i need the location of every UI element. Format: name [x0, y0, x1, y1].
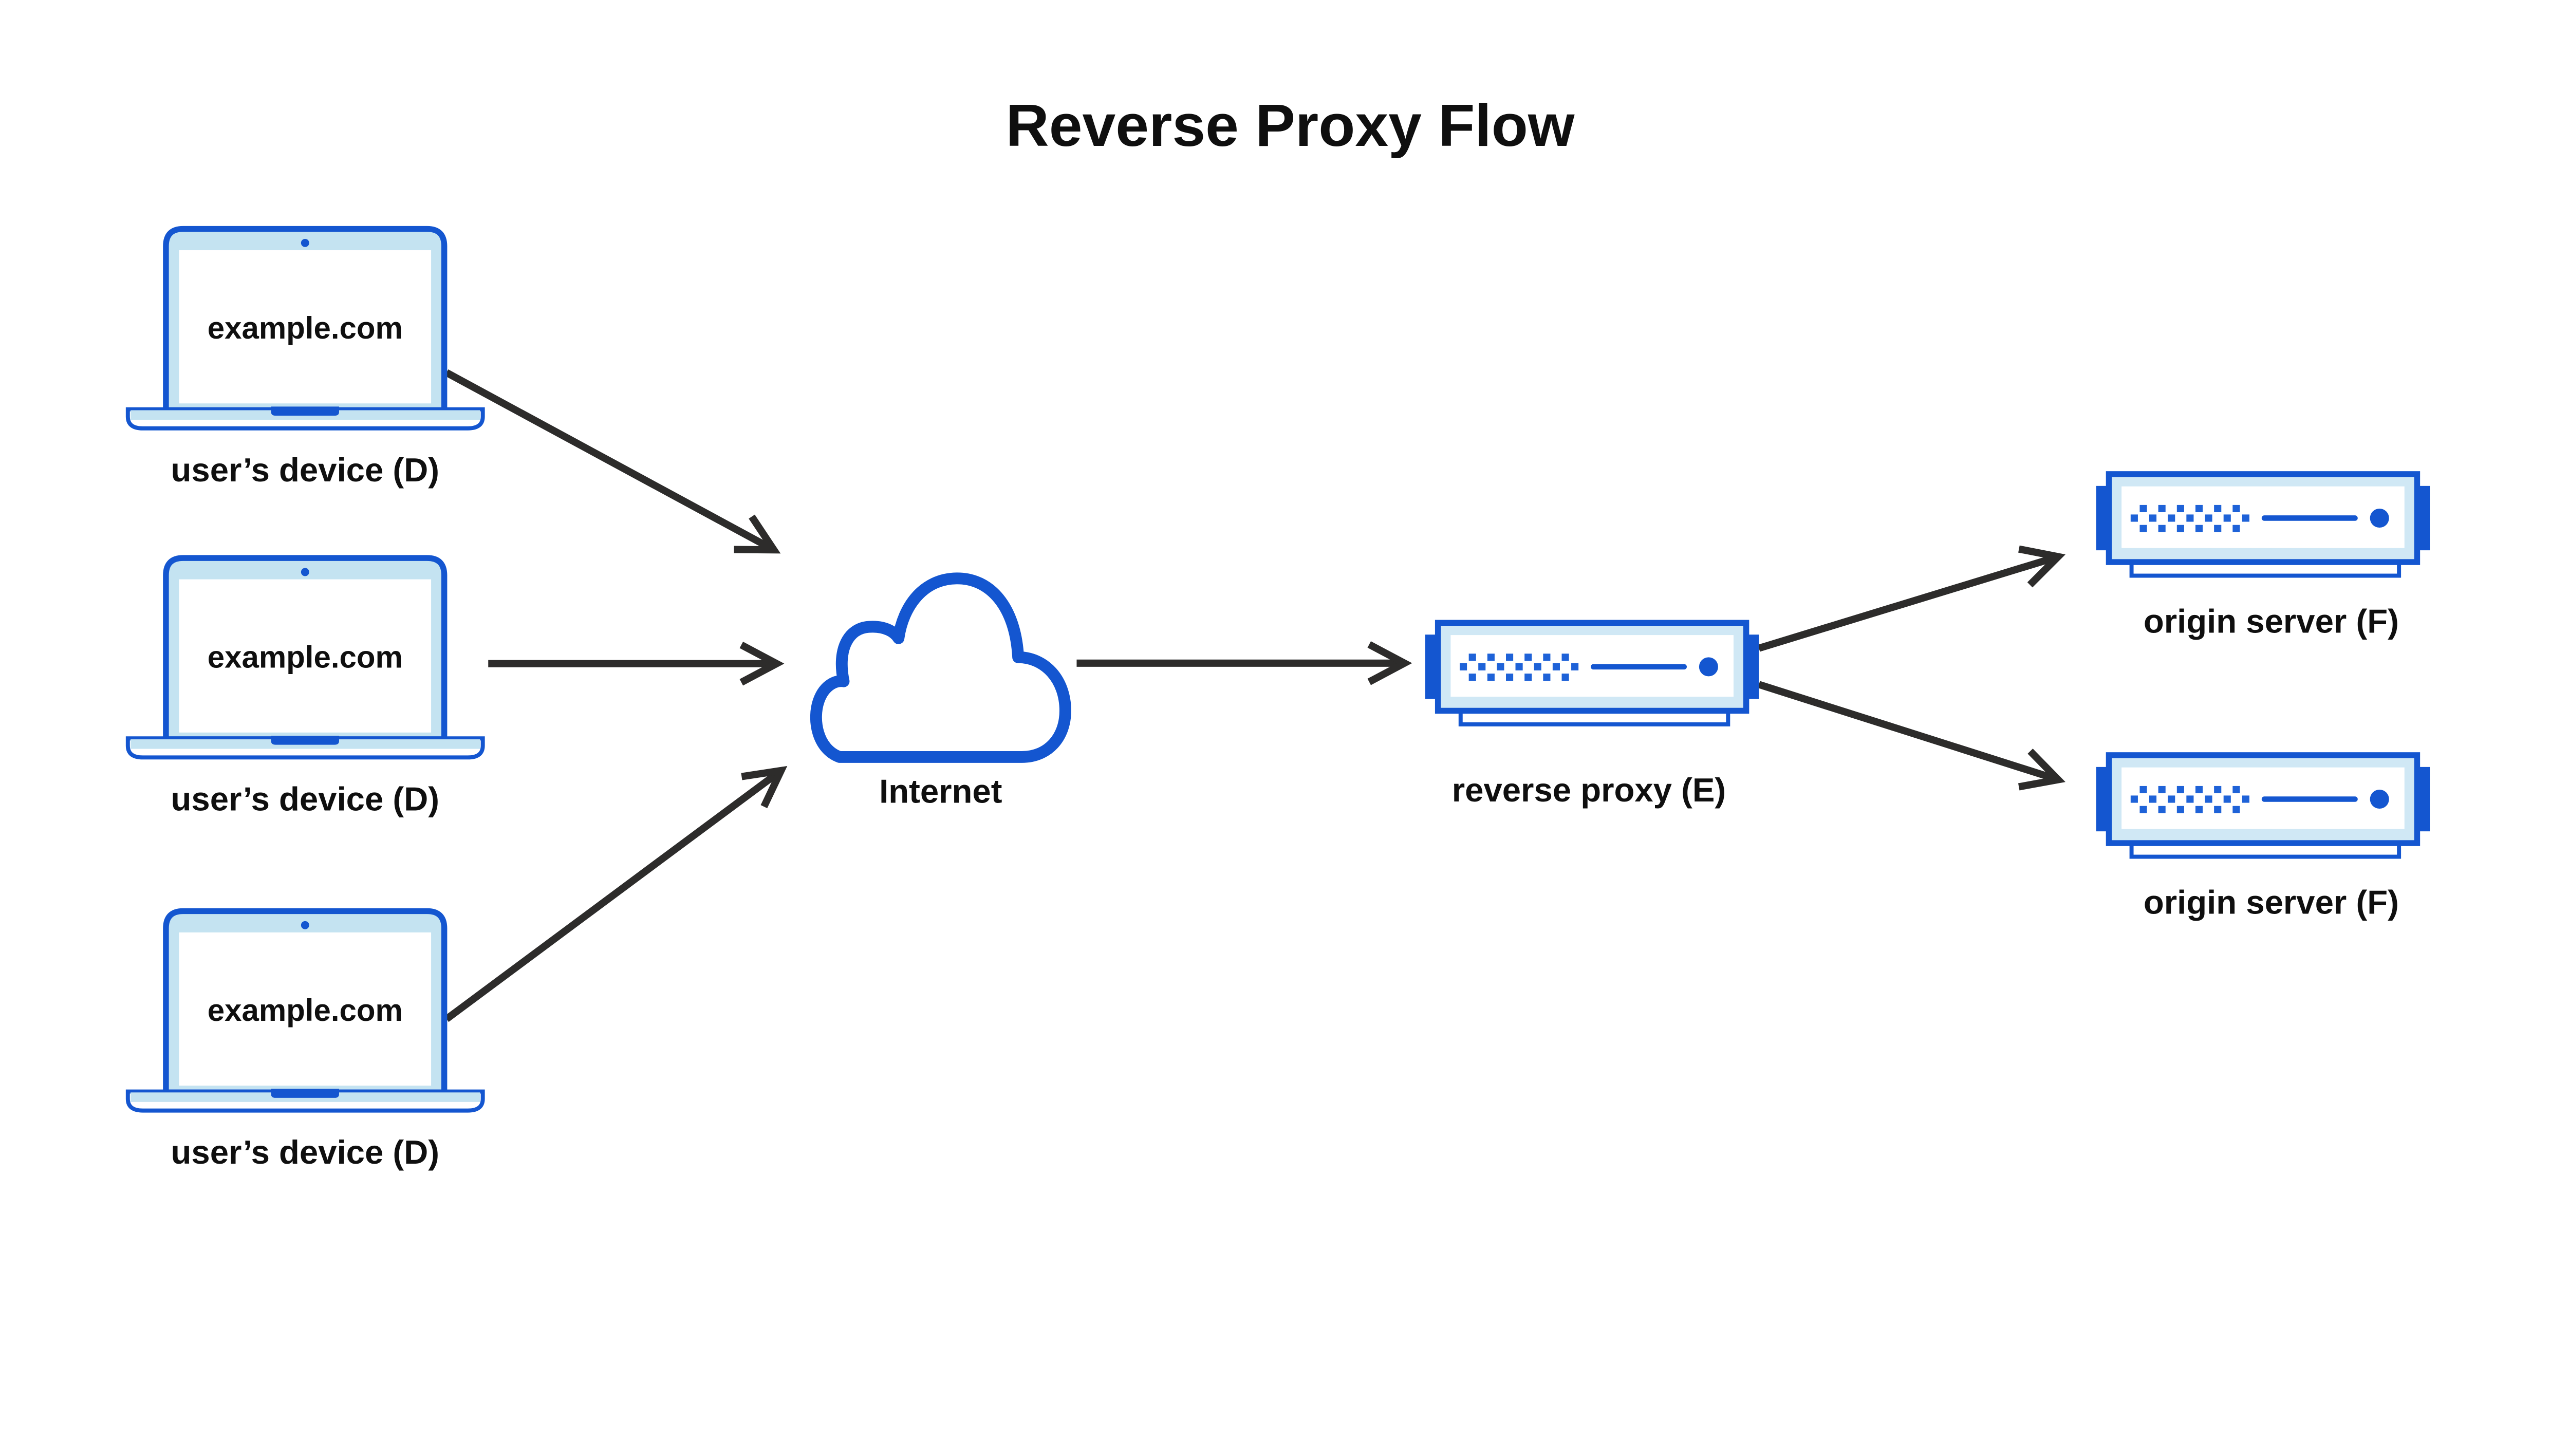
laptop-notch — [271, 1089, 339, 1098]
arrow-reverse-proxy-to-origin-server-1 — [1758, 545, 2066, 652]
arrowhead-icon — [734, 514, 781, 554]
user-device-3 — [125, 908, 485, 1113]
laptop-icon — [125, 908, 485, 1113]
laptop-camera-icon — [301, 238, 309, 247]
arrow-reverse-proxy-to-origin-server-2 — [1758, 681, 2065, 791]
diagram-title: Reverse Proxy Flow — [1006, 92, 1575, 159]
user-device-1 — [125, 226, 485, 431]
laptop-icon — [125, 226, 485, 431]
icons-layer — [125, 226, 2430, 1113]
arrow-shaft — [1758, 553, 2059, 652]
arrowhead-icon — [1367, 641, 1412, 685]
arrow-user-device-1-to-internet — [444, 369, 781, 554]
device-1-label: user’s device (D) — [171, 451, 439, 489]
reverse-proxy-flow-diagram: Reverse Proxy Flow example.com example.c… — [125, 92, 2430, 1171]
device-1-screen-text: example.com — [208, 311, 403, 345]
origin-server-2-label: origin server (F) — [2144, 884, 2399, 921]
origin-server-2 — [2096, 752, 2430, 859]
laptop-screen — [179, 250, 432, 404]
device-2-label: user’s device (D) — [171, 780, 439, 818]
laptop-screen — [179, 579, 432, 733]
arrow-shaft — [1758, 681, 2059, 783]
laptop-notch — [271, 406, 339, 416]
arrow-shaft — [444, 369, 776, 553]
server-vent-pattern — [2130, 786, 2249, 813]
server-icon — [2096, 471, 2430, 578]
laptop-screen — [179, 932, 432, 1086]
laptop-notch — [271, 735, 339, 745]
arrowhead-icon — [2018, 749, 2065, 791]
server-power-dot — [2370, 508, 2389, 528]
origin-server-1 — [2096, 471, 2430, 578]
reverse-proxy — [1425, 620, 1759, 726]
server-power-dot — [2370, 789, 2389, 809]
server-power-dot — [1699, 657, 1718, 677]
arrowhead-icon — [2018, 545, 2066, 588]
server-icon — [2096, 752, 2430, 859]
server-vent-pattern — [2130, 505, 2249, 532]
laptop-camera-icon — [301, 568, 309, 576]
arrow-internet-to-reverse-proxy — [1076, 641, 1412, 685]
arrow-user-device-3-to-internet — [444, 766, 788, 1022]
arrowhead-icon — [739, 642, 785, 686]
diagram-stage: Reverse Proxy Flow example.com example.c… — [125, 92, 2430, 1171]
user-device-2 — [125, 555, 485, 760]
cloud-icon — [810, 572, 1071, 763]
internet-label: Internet — [879, 773, 1002, 810]
server-icon — [1425, 620, 1759, 726]
arrows-layer — [444, 369, 2066, 1022]
reverse-proxy-label: reverse proxy (E) — [1452, 771, 1726, 809]
arrow-user-device-2-to-internet — [488, 642, 785, 686]
laptop-icon — [125, 555, 485, 760]
internet — [810, 572, 1071, 763]
device-3-screen-text: example.com — [208, 993, 403, 1028]
device-2-screen-text: example.com — [208, 640, 403, 675]
server-vent-pattern — [1460, 654, 1579, 681]
device-3-label: user’s device (D) — [171, 1133, 439, 1171]
laptop-camera-icon — [301, 921, 309, 929]
arrowhead-icon — [741, 766, 788, 809]
origin-server-1-label: origin server (F) — [2144, 603, 2399, 640]
arrow-shaft — [444, 768, 784, 1022]
